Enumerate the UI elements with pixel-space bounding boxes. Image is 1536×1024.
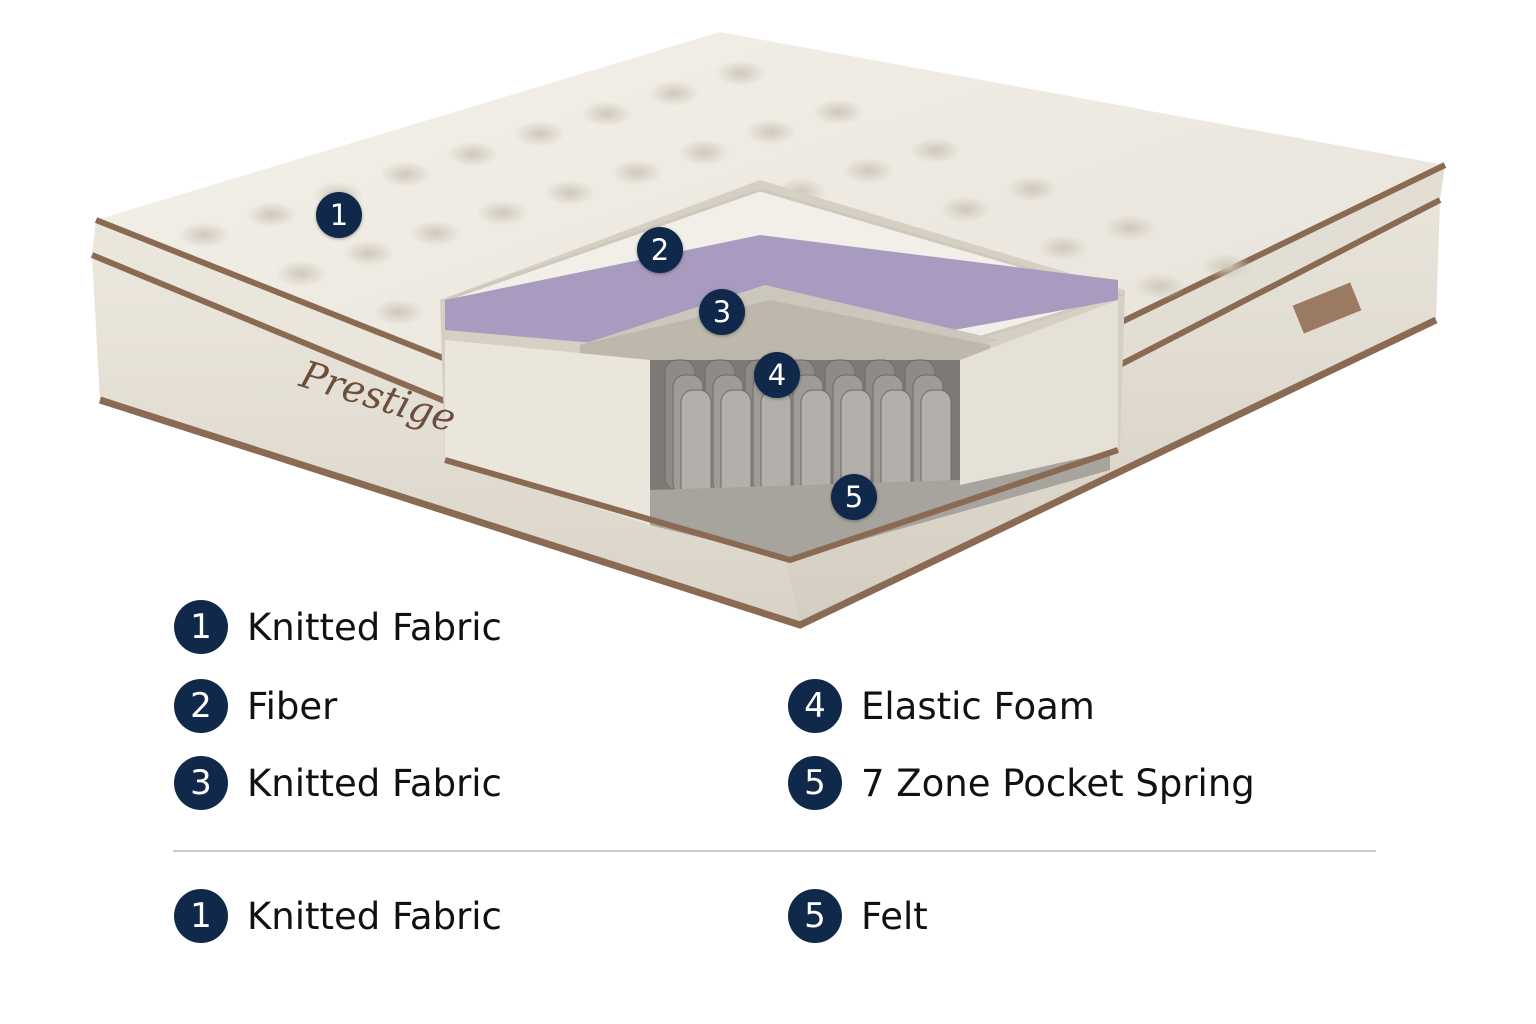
legend-item: 3 Knitted Fabric	[174, 756, 502, 810]
spring	[720, 389, 752, 501]
cutaway-section	[439, 180, 1126, 564]
legend-label: 7 Zone Pocket Spring	[861, 761, 1255, 805]
number-badge: 1	[174, 600, 228, 654]
legend-item: 1 Knitted Fabric	[174, 600, 502, 654]
tuft	[1103, 214, 1156, 241]
legend-label: Elastic Foam	[861, 684, 1095, 728]
tuft	[1133, 273, 1186, 300]
marker-2: 2	[637, 227, 683, 273]
marker-1: 1	[316, 192, 362, 238]
tuft	[178, 221, 231, 248]
tuft	[715, 60, 768, 87]
tuft	[379, 161, 432, 188]
spring	[760, 389, 792, 501]
tuft	[842, 157, 895, 184]
marker-5: 5	[831, 474, 877, 520]
tuft	[745, 119, 798, 146]
legend-item: 5 Felt	[788, 889, 928, 943]
legend-label: Knitted Fabric	[247, 894, 502, 938]
tuft	[677, 139, 730, 166]
tuft	[446, 141, 499, 168]
legend-label: Knitted Fabric	[247, 761, 502, 805]
legend-item: 1 Knitted Fabric	[174, 889, 502, 943]
felt-base	[650, 450, 1110, 560]
legend-item: 2 Fiber	[174, 679, 337, 733]
legend-item: 5 7 Zone Pocket Spring	[788, 756, 1255, 810]
number-badge: 2	[174, 679, 228, 733]
legend-label: Felt	[861, 894, 928, 938]
tuft	[610, 159, 663, 186]
tuft	[939, 196, 992, 223]
number-badge: 1	[174, 889, 228, 943]
pocket-springs	[664, 359, 952, 501]
number-badge: 5	[788, 889, 842, 943]
legend-item: 4 Elastic Foam	[788, 679, 1095, 733]
tuft	[275, 260, 328, 287]
tuft	[372, 299, 425, 326]
number-badge: 4	[788, 679, 842, 733]
marker-3: 3	[699, 289, 745, 335]
legend-label: Knitted Fabric	[247, 605, 502, 649]
tuft	[1006, 176, 1059, 203]
handle	[1292, 282, 1362, 334]
tuft	[409, 220, 462, 247]
tuft	[476, 199, 529, 226]
tuft	[909, 137, 962, 164]
marker-4: 4	[754, 352, 800, 398]
divider	[173, 850, 1376, 852]
tuft	[647, 80, 700, 107]
spring	[680, 389, 712, 501]
number-badge: 5	[788, 756, 842, 810]
tuft	[1036, 234, 1089, 261]
tuft	[812, 98, 865, 125]
tuft	[342, 240, 395, 267]
tuft	[580, 100, 633, 127]
tuft	[513, 120, 566, 147]
number-badge: 3	[174, 756, 228, 810]
tuft	[543, 179, 596, 206]
legend-label: Fiber	[247, 684, 338, 728]
tuft	[245, 201, 298, 228]
tuft	[1200, 253, 1253, 280]
spring	[800, 389, 832, 501]
mattress-illustration	[90, 32, 1447, 629]
